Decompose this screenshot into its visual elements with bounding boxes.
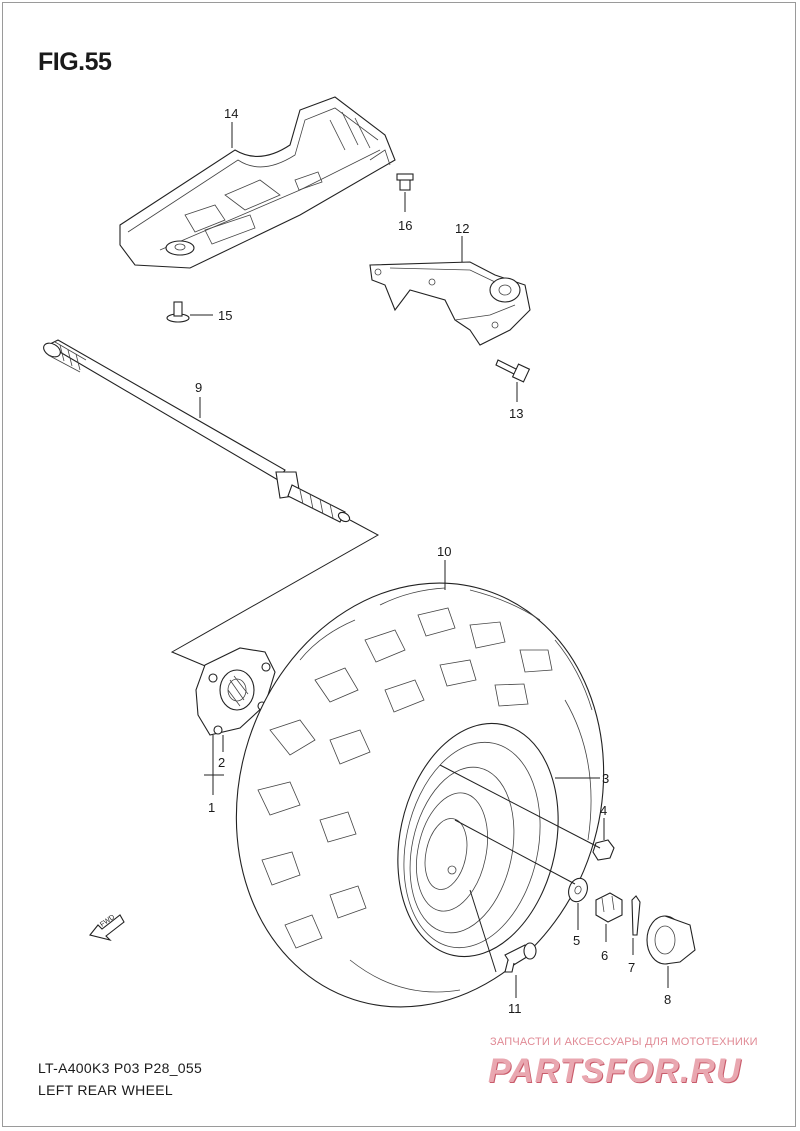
callout-leaders (190, 122, 669, 998)
callout-8: 8 (664, 992, 671, 1007)
part-7-cotter-pin (631, 895, 641, 936)
part-15-bolt (166, 301, 190, 323)
part-16-bolt (396, 173, 414, 191)
part-13-bolt (495, 359, 531, 383)
part-2-stud (208, 662, 271, 735)
callout-labels: 1 2 3 4 5 6 7 8 9 10 11 12 13 14 15 16 (195, 106, 671, 1016)
callout-4: 4 (600, 803, 607, 818)
callout-7: 7 (628, 960, 635, 975)
part-9-drive-shaft (43, 339, 351, 523)
part-12-bracket (369, 261, 531, 346)
callout-14: 14 (224, 106, 238, 121)
callout-3: 3 (602, 771, 609, 786)
watermark-tagline: ЗАПЧАСТИ И АКСЕССУАРЫ ДЛЯ МОТОТЕХНИКИ (490, 1036, 758, 1048)
figure-title: FIG.55 (38, 48, 112, 76)
watermark-logo: PARTSFOR.RU (488, 1052, 742, 1090)
callout-15: 15 (218, 308, 232, 323)
part-1-hub (195, 647, 276, 736)
part-11-valve (504, 942, 537, 973)
callout-1: 1 (208, 800, 215, 815)
part-8-hub-cap (646, 915, 696, 965)
shaft-hub-guide-line (170, 519, 380, 669)
callout-6: 6 (601, 948, 608, 963)
part-6-castle-nut (595, 892, 623, 923)
fwd-arrow-icon: FWD (89, 914, 125, 942)
part-14-skid-plate (119, 96, 396, 269)
callout-13: 13 (509, 406, 523, 421)
part-5-washer (568, 877, 588, 903)
part-3-rim (397, 722, 559, 958)
callout-5: 5 (573, 933, 580, 948)
callout-10: 10 (437, 544, 451, 559)
callout-9: 9 (195, 380, 202, 395)
figure-name: LEFT REAR WHEEL (38, 1082, 173, 1098)
model-code: LT-A400K3 P03 P28_055 (38, 1060, 203, 1076)
callout-16: 16 (398, 218, 412, 233)
callout-12: 12 (455, 221, 469, 236)
callout-11: 11 (508, 1001, 522, 1016)
callout-2: 2 (218, 755, 225, 770)
part-4-nut (592, 839, 615, 861)
